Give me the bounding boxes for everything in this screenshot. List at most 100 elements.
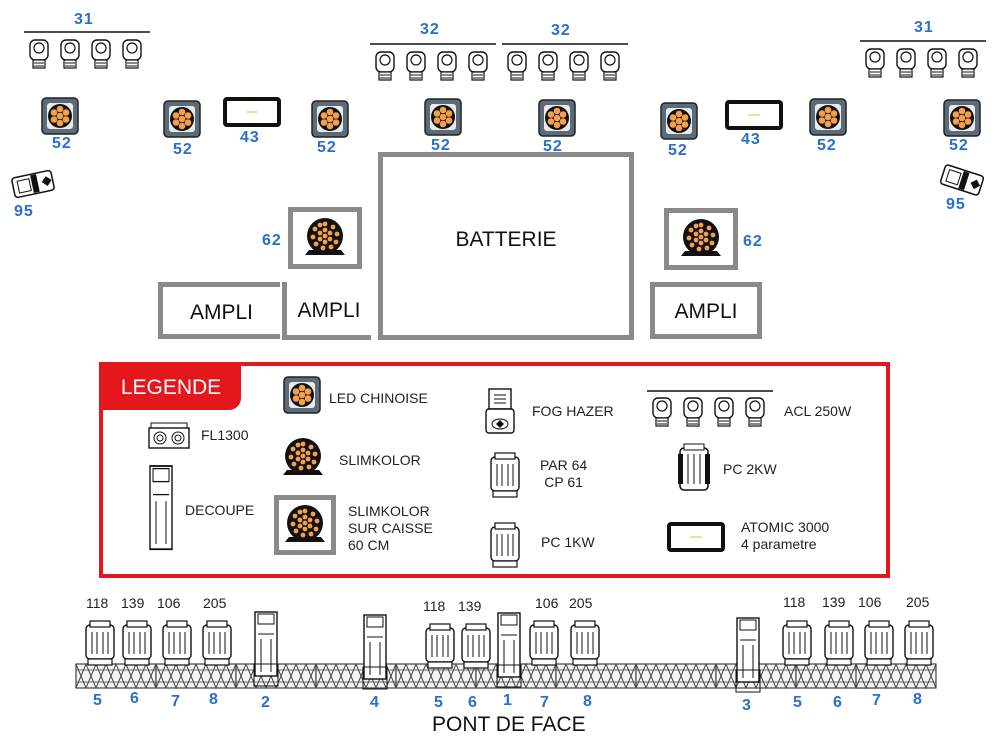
truss-pc-11-icon — [864, 620, 894, 666]
led-chinoise-1-icon — [41, 97, 79, 135]
truss-bottom-channel: 6 — [130, 690, 140, 707]
led-chinoise-5-icon — [538, 99, 576, 137]
acl-bar-mid-a-icon — [370, 43, 496, 81]
truss-title: PONT DE FACE — [432, 713, 586, 736]
truss-bottom-channel: 6 — [833, 694, 843, 711]
truss-top-channel: 106 — [858, 594, 882, 610]
ampli-1: AMPLI — [158, 282, 280, 339]
legend-fog-hazer-icon — [485, 388, 515, 434]
legend-slim-caisse-icon — [274, 495, 336, 555]
led-4-channel: 52 — [431, 137, 451, 154]
legend-pc2kw-icon — [678, 443, 710, 491]
legend-slim-caisse-line-1: SLIMKOLOR — [348, 503, 430, 519]
led-chinoise-7-icon — [809, 98, 847, 136]
led-chinoise-4-icon — [424, 98, 462, 136]
ampli-3-label: AMPLI — [674, 300, 738, 323]
legend-slimkolor-icon — [283, 438, 323, 475]
truss-pc-2-icon — [122, 620, 152, 666]
legend-acl-label: ACL 250W — [784, 403, 852, 419]
truss-pc-9-icon — [782, 620, 812, 666]
truss-decoupe-4-icon — [362, 614, 388, 690]
batterie-riser: BATTERIE — [378, 152, 634, 340]
led-2-channel: 52 — [173, 141, 193, 158]
atomic-2-channel: 43 — [741, 131, 761, 148]
legend-pc1kw-icon — [490, 522, 520, 568]
truss-top-channel: 205 — [203, 595, 227, 611]
acl-bar-mid-b-icon — [502, 43, 628, 81]
legend-par64-text: PAR 64 — [540, 457, 588, 473]
truss-icon — [75, 663, 937, 689]
legend-led-chinoise-icon — [283, 376, 321, 414]
acl-left-channel: 31 — [74, 11, 94, 28]
truss-bottom-channel: 5 — [93, 692, 103, 709]
truss-top-channel: 205 — [569, 595, 593, 611]
led-7-channel: 52 — [817, 137, 837, 154]
legend-atomic-line-1: ATOMIC 3000 — [741, 519, 830, 535]
ampli-2: AMPLI — [282, 282, 371, 340]
led-chinoise-8-icon — [943, 99, 981, 137]
truss-pc-5-icon — [425, 623, 455, 669]
acl-bar-left-icon — [24, 31, 150, 69]
atomic-2-icon — [725, 100, 783, 130]
truss-bottom-channel: 8 — [913, 691, 923, 708]
led-8-channel: 52 — [949, 137, 969, 154]
hazer-right-icon — [939, 163, 985, 197]
truss-bottom-channel: 5 — [434, 694, 444, 711]
truss-top-channel: 106 — [535, 595, 559, 611]
truss-bottom-channel: 7 — [171, 693, 181, 710]
led-chinoise-2-icon — [163, 100, 201, 138]
atomic-1-channel: 43 — [240, 129, 260, 146]
legend-cp61-text: CP 61 — [544, 474, 583, 490]
legend-slimkolor-label: SLIMKOLOR — [339, 452, 421, 468]
led-chinoise-6-icon — [660, 102, 698, 140]
legend-slim-caisse-line-3: 60 CM — [348, 537, 390, 553]
legend-par64-icon — [490, 452, 520, 498]
legend-atomic-icon — [667, 522, 725, 552]
atomic-1-icon — [223, 97, 281, 127]
legend-fl1300-icon — [148, 422, 190, 449]
truss-top-channel: 139 — [458, 598, 482, 614]
acl-right-channel: 31 — [914, 19, 934, 36]
hazer-right-channel: 95 — [946, 196, 966, 213]
legend-pc2kw-label: PC 2KW — [723, 461, 777, 477]
legend-acl-icon — [647, 390, 773, 427]
truss-top-channel: 205 — [906, 594, 930, 610]
slim-right-channel: 62 — [743, 233, 763, 250]
truss-pc-12-icon — [904, 620, 934, 666]
legend-decoupe-label: DECOUPE — [185, 502, 255, 518]
legend-fl1300-label: FL1300 — [201, 427, 249, 443]
truss-pc-8-icon — [570, 620, 600, 666]
legend-pc1kw-label: PC 1KW — [541, 534, 595, 550]
truss-bottom-channel: 7 — [872, 692, 882, 709]
legend-fog-hazer-label: FOG HAZER — [532, 403, 614, 419]
truss-decoupe-2-icon — [253, 611, 279, 687]
legend-slim-caisse-label: SLIMKOLOR SUR CAISSE 60 CM — [348, 503, 433, 554]
truss-bottom-channel: 1 — [503, 692, 513, 709]
legend-atomic-line-2: 4 parametre — [741, 536, 817, 552]
truss-bottom-channel: 4 — [370, 694, 380, 711]
led-5-channel: 52 — [543, 138, 563, 155]
truss-bottom-channel: 3 — [742, 697, 752, 714]
truss-bottom-channel: 7 — [540, 694, 550, 711]
truss-pc-1-icon — [85, 620, 115, 666]
ampli-1-label: AMPLI — [189, 301, 254, 324]
truss-pc-7-icon — [529, 620, 559, 666]
led-3-channel: 52 — [317, 139, 337, 156]
truss-pc-10-icon — [824, 620, 854, 666]
truss-top-channel: 139 — [121, 595, 145, 611]
acl-mid-b-channel: 32 — [551, 22, 571, 39]
hazer-left-channel: 95 — [14, 203, 34, 220]
acl-bar-right-icon — [860, 40, 986, 78]
slim-caisse-right-icon — [664, 208, 738, 270]
slim-caisse-left-icon — [288, 207, 362, 269]
truss-top-channel: 139 — [822, 594, 846, 610]
legend-frame — [99, 362, 890, 578]
truss-pc-6-icon — [461, 623, 491, 669]
acl-mid-a-channel: 32 — [420, 21, 440, 38]
truss-bottom-channel: 2 — [261, 694, 271, 711]
slim-left-channel: 62 — [262, 232, 282, 249]
truss-decoupe-1-icon — [496, 612, 522, 688]
truss-top-channel: 118 — [783, 594, 806, 610]
hazer-left-icon — [10, 169, 56, 199]
truss-pc-4-icon — [202, 620, 232, 666]
